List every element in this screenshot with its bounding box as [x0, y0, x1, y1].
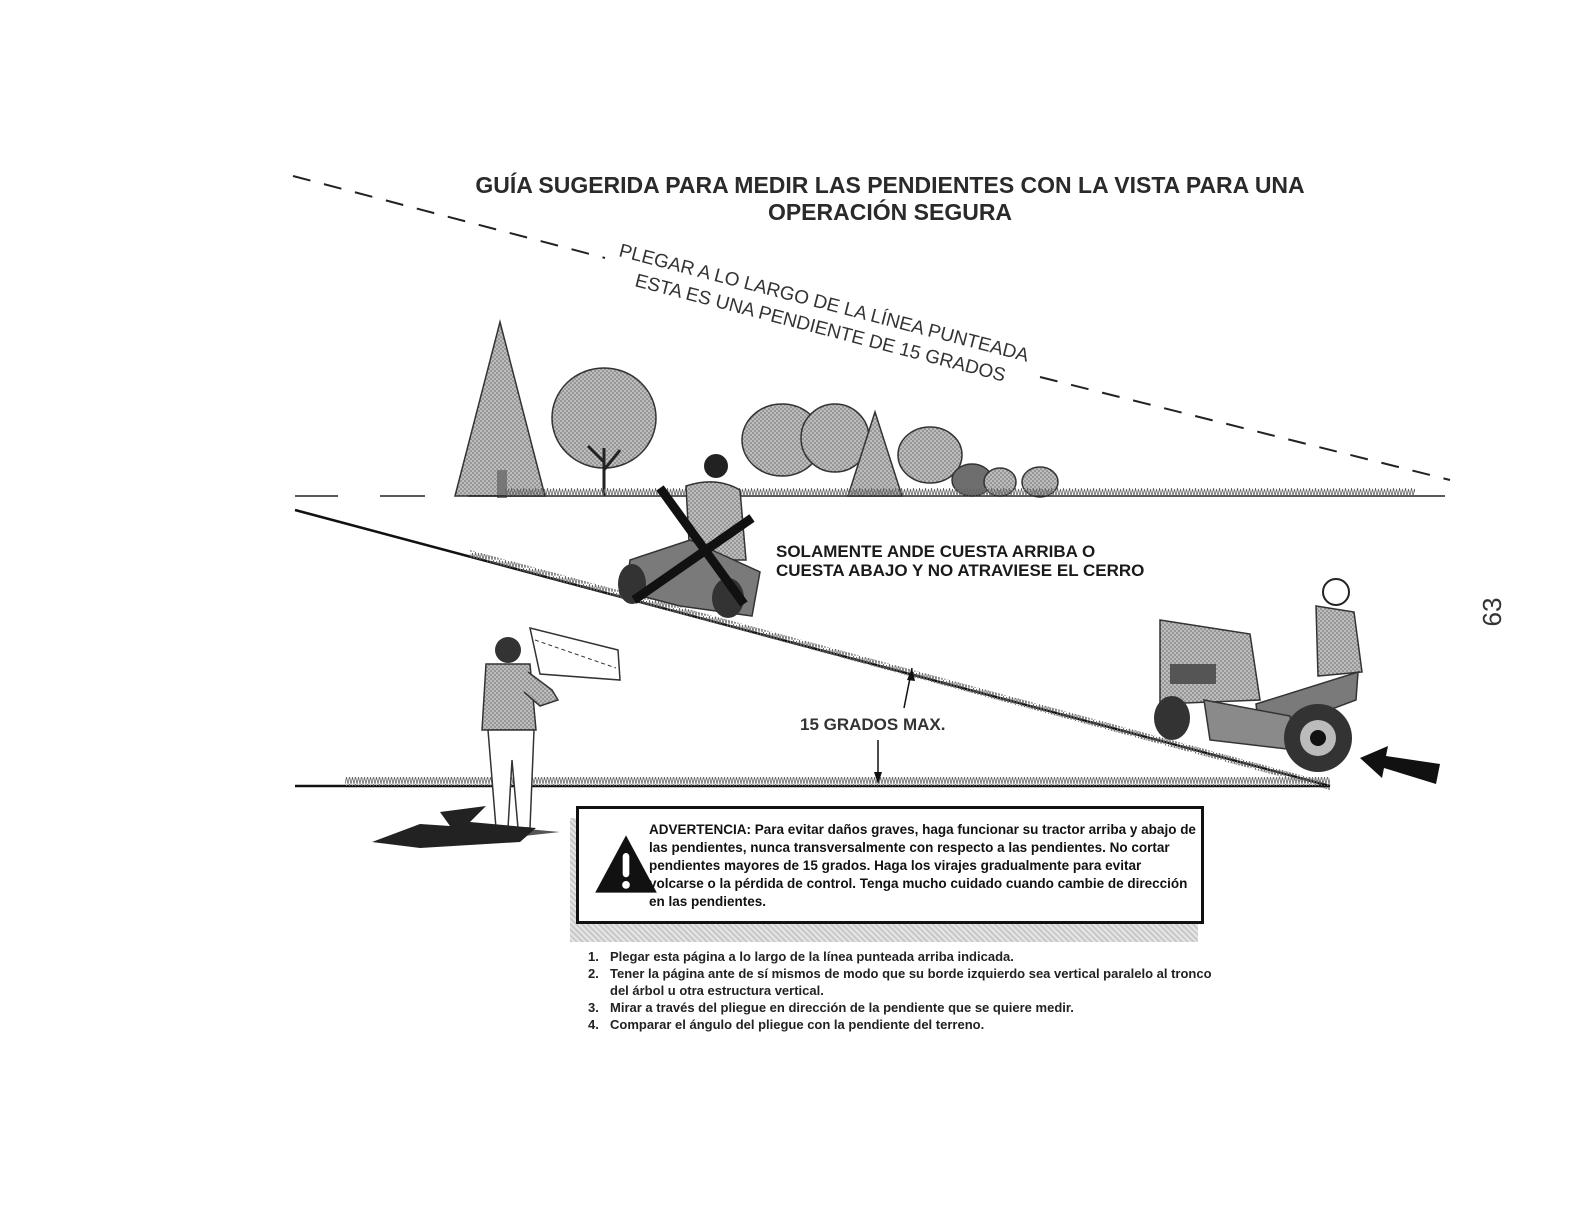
person-measuring-slope [481, 626, 621, 836]
fold-dashed-line [292, 175, 1451, 481]
instruction-steps: 1.Plegar esta página a lo largo de la lí… [588, 948, 1228, 1033]
slope-line [294, 508, 1331, 790]
angle-indicator [874, 667, 915, 784]
max-angle-label: 15 GRADOS MAX. [800, 715, 946, 734]
ride-note-line-2: CUESTA ABAJO Y NO ATRAVIESE EL CERRO [776, 561, 1145, 580]
ground-line [295, 777, 1330, 788]
crossed-out-tractor [618, 454, 761, 618]
person-shadow [372, 806, 536, 848]
page-number: 63 [1477, 597, 1507, 627]
horizon-line [295, 488, 1445, 497]
warning-body: Para evitar daños graves, haga funcionar… [649, 822, 1196, 909]
list-item: 3.Mirar a través del pliegue en direcció… [588, 1000, 1074, 1015]
warning-box: ADVERTENCIA: Para evitar daños graves, h… [576, 806, 1204, 924]
ride-direction-note: SOLAMENTE ANDE CUESTA ARRIBA O CUESTA AB… [776, 542, 1144, 580]
list-item: 4.Comparar el ángulo del pliegue con la … [588, 1017, 985, 1032]
page-title: GUÍA SUGERIDA PARA MEDIR LAS PENDIENTES … [440, 172, 1340, 226]
warning-triangle-icon [595, 835, 657, 893]
fold-line-text: PLEGAR A LO LARGO DE LA LÍNEA PUNTEADA [617, 241, 1032, 367]
uphill-direction-arrow [1360, 746, 1440, 784]
list-item: 1.Plegar esta página a lo largo de la lí… [588, 949, 1014, 964]
ride-note-line-1: SOLAMENTE ANDE CUESTA ARRIBA O [776, 542, 1096, 561]
list-item: 2.Tener la página ante de sí mismos de m… [588, 966, 1212, 998]
page-title-line-1: GUÍA SUGERIDA PARA MEDIR LAS PENDIENTES … [475, 172, 1305, 198]
tractor-driving-up-slope [1154, 578, 1363, 772]
warning-label: ADVERTENCIA: [649, 822, 752, 837]
background-trees [454, 319, 1059, 498]
warning-text: ADVERTENCIA: Para evitar daños graves, h… [649, 821, 1197, 911]
page-title-line-2: OPERACIÓN SEGURA [767, 199, 1013, 225]
